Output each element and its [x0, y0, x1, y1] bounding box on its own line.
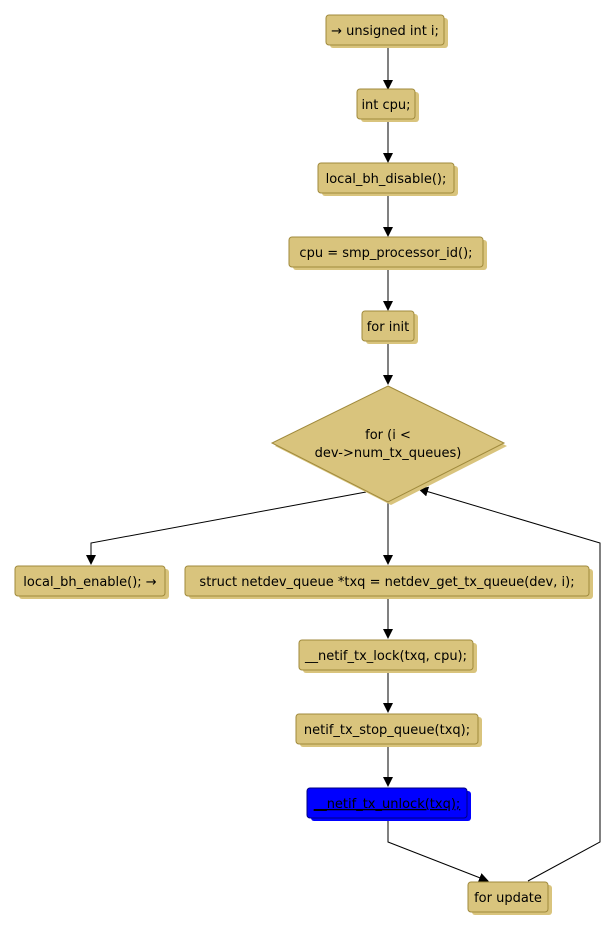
node-label: __netif_tx_unlock(txq); [313, 797, 461, 812]
node-label: local_bh_disable(); [326, 172, 447, 187]
node-local-bh-enable: local_bh_enable(); → [14, 565, 169, 599]
node-label: for init [367, 320, 410, 335]
node-label-line-1: for (i < [365, 428, 411, 443]
edges [86, 46, 601, 883]
node-label: local_bh_enable(); → [23, 575, 157, 590]
node-cpu-assign: cpu = smp_processor_id(); [288, 236, 487, 270]
node-netif-tx-unlock: __netif_tx_unlock(txq); [306, 787, 471, 821]
node-label: for update [474, 891, 542, 906]
node-label: → unsigned int i; [331, 24, 439, 39]
node-get-txq: struct netdev_queue *txq = netdev_get_tx… [184, 565, 593, 599]
node-label-line-2: dev->num_tx_queues) [315, 446, 462, 461]
node-unsigned-int-i: → unsigned int i; [325, 14, 448, 48]
edge-n11-n12 [387, 819, 489, 883]
edge-n6-n7 [86, 491, 367, 565]
edge-n12-n6 [418, 486, 601, 882]
node-local-bh-disable: local_bh_disable(); [317, 162, 458, 196]
node-label: struct netdev_queue *txq = netdev_get_tx… [199, 575, 574, 590]
node-label: int cpu; [361, 98, 410, 113]
node-netif-tx-lock: __netif_tx_lock(txq, cpu); [298, 639, 477, 673]
node-int-cpu: int cpu; [356, 88, 419, 122]
node-for-update: for update [467, 881, 552, 915]
node-label: cpu = smp_processor_id(); [299, 246, 472, 261]
node-for-init: for init [361, 310, 418, 344]
node-label: __netif_tx_lock(txq, cpu); [304, 649, 467, 664]
node-netif-tx-stop-queue: netif_tx_stop_queue(txq); [295, 713, 482, 747]
node-loop-condition: for (i < dev->num_tx_queues) [270, 385, 507, 505]
node-label: netif_tx_stop_queue(txq); [304, 723, 470, 738]
